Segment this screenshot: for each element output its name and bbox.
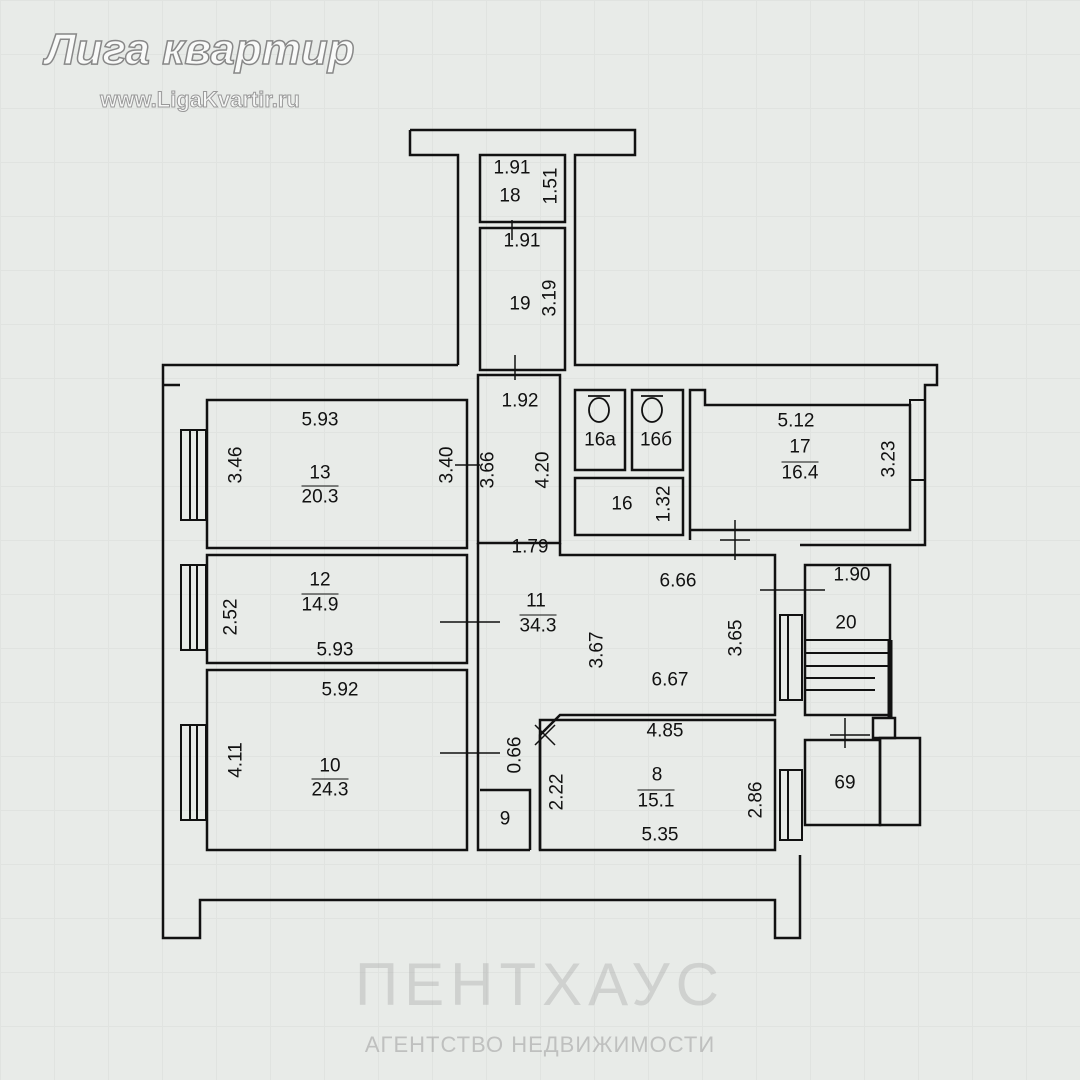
watermark-url: www.LigaKvartir.ru [100,87,301,112]
dim-19-height: 3.19 [539,279,561,317]
dim-corridor-width: 1.92 [501,390,539,412]
door-marks [440,220,870,754]
room-19 [478,226,567,372]
room-8 [538,718,777,852]
dim-11-width: 6.66 [659,570,697,592]
dim-11-height: 3.67 [586,631,608,669]
dim-8-height-2: 2.22 [546,773,568,811]
dim-13-width: 5.93 [301,409,339,431]
room-8-area: 15.1 [637,789,675,812]
dim-10-width: 5.92 [321,679,359,701]
room-12-number: 12 [309,569,331,591]
room-19-number: 19 [509,293,531,315]
dim-12-width: 5.93 [316,639,354,661]
stairs [805,639,893,718]
room-8-number: 8 [651,764,663,786]
room-16b-number: 16б [639,429,673,451]
dim-13-height: 3.46 [225,446,247,484]
outer-wall-main [161,363,802,940]
dim-8-width: 4.85 [646,720,684,742]
dim-16-height: 1.32 [653,485,675,523]
room-16 [573,476,685,537]
room-20-number: 20 [835,612,857,634]
room-17-number: 17 [789,436,811,458]
watermark-agency-sub: АГЕНТСТВО НЕДВИЖИМОСТИ [364,1032,716,1057]
dim-corridor-width-2: 1.79 [511,536,549,558]
room-18-number: 18 [499,185,521,207]
dim-10-height: 4.11 [225,742,247,778]
watermark-agency: ПЕНТХАУС [355,951,725,1018]
dim-13-height-2: 3.40 [436,446,458,484]
room-13 [205,398,469,550]
dim-11-height-2: 3.65 [725,619,747,657]
dim-8-height: 2.86 [745,781,767,819]
toilet-icon [641,395,663,423]
room-11-number: 11 [526,590,546,612]
dim-17-height: 3.23 [878,440,900,478]
dim-11-width-2: 6.67 [651,669,689,691]
room-69-number: 69 [834,772,856,794]
dim-17-width: 5.12 [777,410,815,432]
room-10-area: 24.3 [311,778,349,801]
room-16a [573,388,627,472]
room-12 [205,553,469,665]
windows [180,399,926,841]
room-16-number: 16 [611,493,633,515]
dim-corridor-height: 3.66 [477,451,499,489]
room-12-area: 14.9 [301,593,339,616]
room-10-number: 10 [319,755,341,777]
room-11-area: 34.3 [519,614,557,637]
corridor [476,373,562,545]
room-10 [205,668,469,852]
dim-20-width: 1.90 [833,564,871,586]
room-16a-number: 16а [584,429,616,451]
dim-12-height: 2.52 [220,598,242,636]
dim-19-width: 1.91 [503,230,541,252]
room-13-number: 13 [309,462,331,484]
room-16b [630,388,685,472]
room-17 [688,388,912,540]
watermark-brand: Лига квартир [45,25,356,74]
dim-8-width-2: 5.35 [641,824,679,846]
room-9-number: 9 [499,808,511,830]
dim-corridor-height-2: 4.20 [532,451,554,489]
room-11 [476,543,777,852]
porch [878,736,922,827]
dim-11-door: 0.66 [504,736,526,774]
dim-18-height: 1.51 [540,167,562,205]
toilet-icon [588,395,610,423]
room-13-area: 20.3 [301,485,339,508]
room-17-area: 16.4 [781,461,819,484]
room-18 [478,153,567,224]
dim-18-width: 1.91 [493,157,531,179]
